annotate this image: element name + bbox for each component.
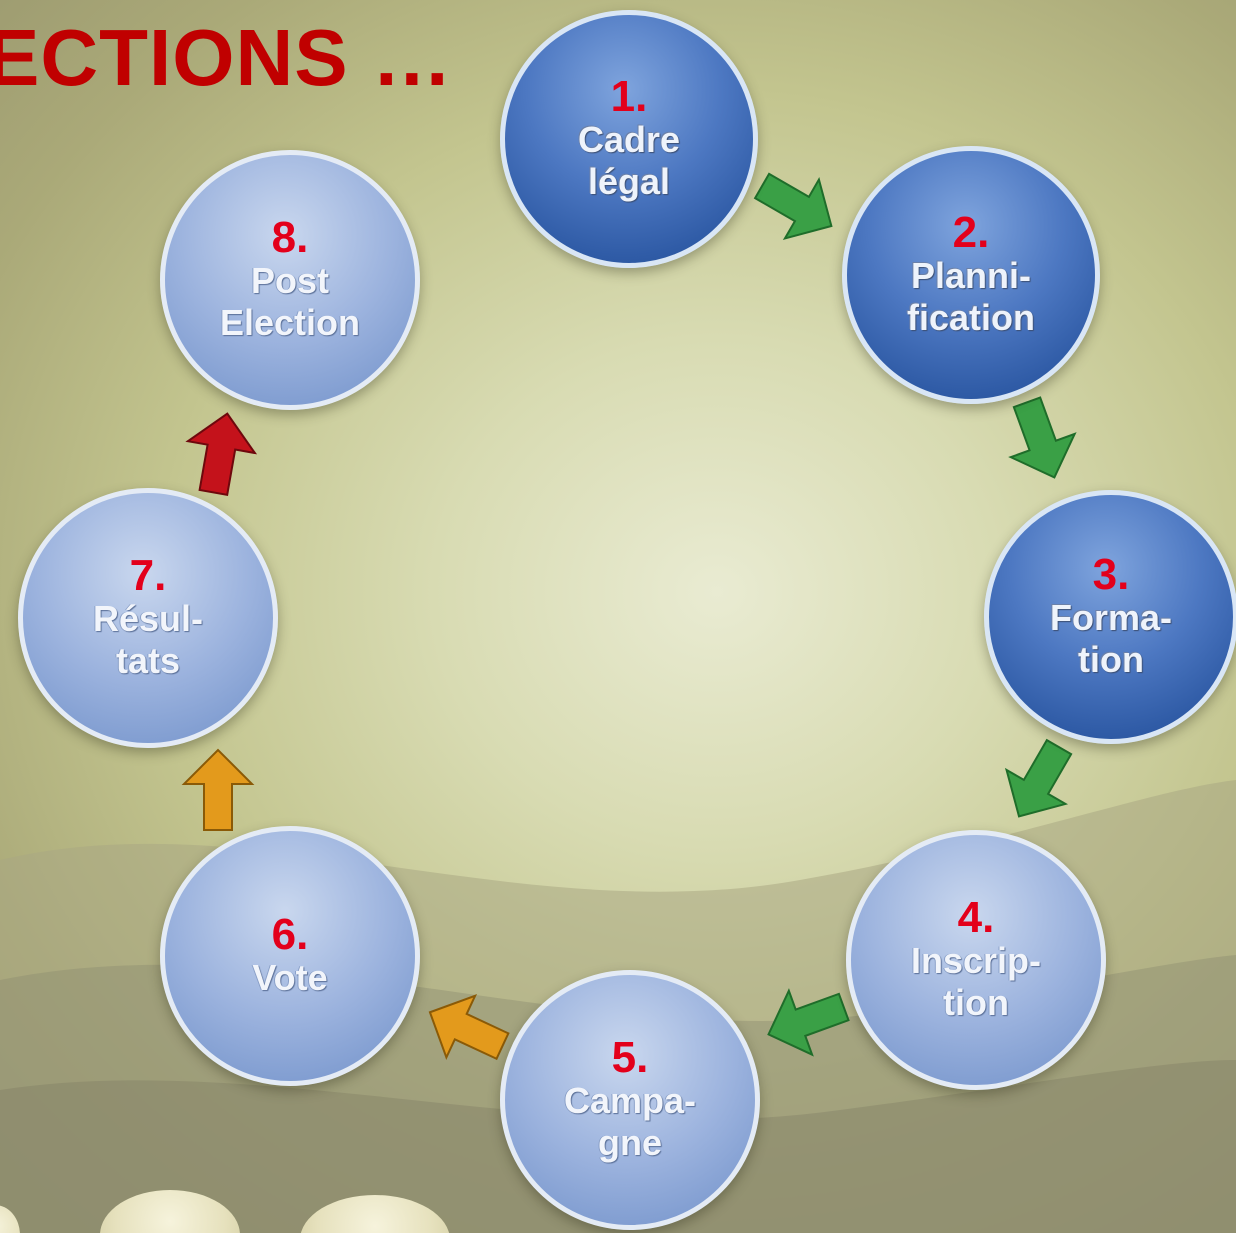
step-5-campagne: 5. Campa- gne	[500, 970, 760, 1230]
arrow-3-to-4-icon	[1004, 738, 1073, 818]
step-label-line: légal	[587, 161, 671, 202]
step-label-line: Planni-	[910, 254, 1031, 296]
slide-title: ECTIONS …	[0, 13, 453, 102]
arrow-7-to-8-icon	[185, 412, 258, 497]
step-2-planification: 2. Planni- fication	[842, 146, 1100, 404]
step-number: 4.	[957, 892, 995, 942]
step-label-line: tion	[943, 982, 1009, 1023]
step-number: 8.	[271, 212, 309, 262]
step-6-vote: 6. Vote	[160, 826, 420, 1086]
arrow-2-to-3-icon	[1008, 396, 1077, 479]
step-label-line: tats	[115, 640, 181, 681]
arrow-4-to-5-icon	[767, 988, 850, 1057]
arrow-1-to-2-icon	[753, 172, 833, 241]
step-label-line: fication	[906, 297, 1035, 338]
step-label-line: Election	[219, 302, 361, 343]
step-3-formation: 3. Forma- tion	[984, 490, 1236, 744]
step-8-post-election: 8. Post Election	[160, 150, 420, 410]
step-4-inscription: 4. Inscrip- tion	[846, 830, 1106, 1090]
step-label-line: gne	[597, 1122, 662, 1163]
step-number: 6.	[271, 909, 309, 959]
step-number: 5.	[611, 1032, 649, 1082]
step-label-line: Forma-	[1049, 596, 1172, 638]
arrow-6-to-7-icon	[181, 748, 255, 831]
step-label-line: Post	[250, 259, 329, 301]
step-number: 3.	[1092, 549, 1130, 599]
step-label-line: Campa-	[563, 1079, 697, 1121]
step-label-line: Résul-	[92, 597, 204, 639]
step-label-line: Vote	[252, 956, 328, 998]
step-7-resultats: 7. Résul- tats	[18, 488, 278, 748]
step-label-line: tion	[1078, 639, 1144, 680]
step-number: 7.	[129, 550, 167, 600]
step-label-line: Inscrip-	[910, 939, 1042, 981]
step-1-cadre-legal: 1. Cadre légal	[500, 10, 758, 268]
step-label-line: Cadre	[577, 118, 681, 160]
arrow-5-to-6-icon	[428, 994, 510, 1061]
step-number: 1.	[610, 71, 648, 121]
step-number: 2.	[952, 207, 990, 257]
